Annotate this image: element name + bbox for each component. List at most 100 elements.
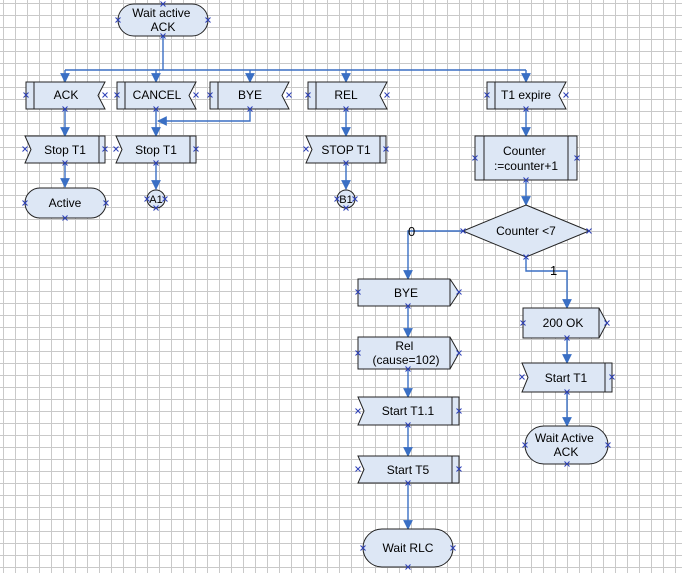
output-rel[interactable]: Rel (cause=102) [357,336,460,370]
connection-point-marker [193,92,199,98]
node-line: Wait active [132,6,191,20]
svg-text:Counter :=counter+1: Counter :=counter+1 [494,144,558,173]
connection-point-marker [456,466,462,472]
node-label: STOP T1 [321,143,371,157]
connection-point-marker [153,106,159,112]
action-stop-t1-cancel[interactable]: Stop T1 [115,135,197,164]
svg-text:Wait Active ACK: Wait Active ACK [535,431,597,459]
input-rel[interactable]: REL [307,81,388,110]
connection-point-marker [460,228,466,234]
connection-point-marker [405,480,411,486]
edge-decision-one [525,257,572,309]
edge-decision-zero [403,230,463,280]
connectors [60,36,572,530]
connection-point-marker [305,92,311,98]
connection-point-marker [450,545,456,551]
action-start-t1[interactable]: Start T1 [521,362,613,393]
connection-point-marker [205,17,211,23]
connection-point-marker [160,33,166,39]
connection-point-marker [574,155,580,161]
connector-b1[interactable]: B1 [336,189,356,209]
connection-point-marker [115,17,121,23]
connection-point-marker [564,461,570,467]
connection-point-markers [22,1,615,570]
process-counter[interactable]: Counter :=counter+1 [474,135,578,181]
connection-point-marker [484,92,490,98]
node-label: Stop T1 [135,143,177,157]
node-line: Rel [395,339,413,353]
node-label: B1 [339,194,352,206]
connection-point-marker [384,92,390,98]
node-line: Counter [503,144,546,158]
connection-point-marker [153,205,159,211]
action-stop-t1-ack[interactable]: Stop T1 [24,135,106,164]
node-label: ACK [54,88,79,102]
connection-point-marker [586,228,592,234]
node-label: Active [49,196,82,210]
connection-point-marker [405,366,411,372]
connection-point-marker [113,146,119,152]
connection-point-marker [22,200,28,206]
connection-point-marker [23,92,29,98]
connection-point-marker [144,196,150,202]
node-label: BYE [238,88,262,102]
input-bye[interactable]: BYE [209,81,290,110]
terminator-active[interactable]: Active [24,187,107,219]
output-200-ok[interactable]: 200 OK [522,307,608,339]
node-label: CANCEL [133,88,182,102]
node-label: 200 OK [543,316,584,330]
connection-point-marker [523,177,529,183]
connection-point-marker [405,303,411,309]
connector-a1[interactable]: A1 [146,189,166,209]
connection-point-marker [405,564,411,570]
connection-point-marker [456,350,462,356]
connection-point-marker [520,320,526,326]
terminator-wait-rlc[interactable]: Wait RLC [362,528,454,568]
node-line: ACK [151,20,176,34]
node-label: BYE [394,286,418,300]
connection-point-marker [355,466,361,472]
terminator-wait-active-ack[interactable]: Wait active ACK [117,3,209,37]
action-start-t1-1[interactable]: Start T1.1 [357,396,460,426]
connection-point-marker [193,146,199,152]
node-label: Start T1 [545,371,588,385]
input-t1-expire[interactable]: T1 expire [486,81,567,110]
connection-point-marker [564,335,570,341]
node-line: (cause=102) [372,353,439,367]
input-ack[interactable]: ACK [25,81,106,110]
node-label: REL [334,88,358,102]
node-label: Stop T1 [44,143,86,157]
edge-label-zero: 0 [408,224,415,239]
connection-point-marker [383,146,389,152]
connection-point-marker [153,160,159,166]
connection-point-marker [334,196,340,202]
decision-counter[interactable]: Counter <7 [461,204,591,258]
connection-point-marker [519,374,525,380]
connection-point-marker [355,289,361,295]
terminator-wait-active-ack-2[interactable]: Wait Active ACK [524,425,609,465]
connection-point-marker [355,350,361,356]
connection-point-marker [360,545,366,551]
connection-point-marker [162,196,168,202]
input-cancel[interactable]: CANCEL [116,81,197,110]
node-label: Start T1.1 [382,404,435,418]
node-label: Wait RLC [383,541,434,555]
connection-point-marker [343,160,349,166]
action-start-t5[interactable]: Start T5 [357,455,460,484]
node-label: Counter <7 [496,224,556,238]
output-bye[interactable]: BYE [357,278,460,307]
action-stop-t1-rel[interactable]: STOP T1 [305,135,387,164]
connection-point-marker [355,408,361,414]
node-label: T1 expire [501,88,551,102]
connection-point-marker [522,442,528,448]
svg-text:Wait active ACK: Wait active ACK [132,6,194,34]
node-line: Wait Active [535,431,594,445]
connection-point-marker [343,106,349,112]
connection-point-marker [352,196,358,202]
connection-point-marker [102,146,108,152]
connection-point-marker [62,106,68,112]
connection-point-marker [303,146,309,152]
node-line: :=counter+1 [494,159,558,173]
